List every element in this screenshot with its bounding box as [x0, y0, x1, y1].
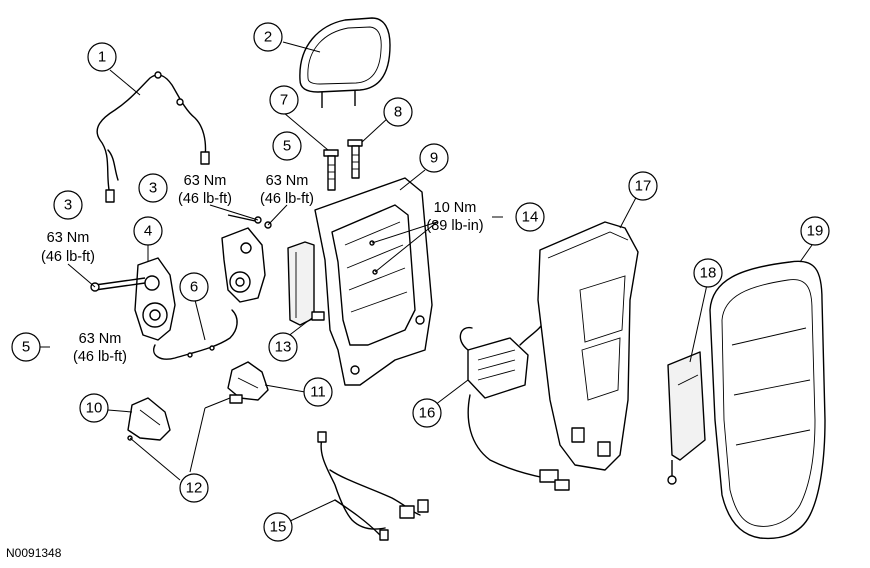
svg-text:2: 2	[264, 29, 272, 46]
part-8-guide	[347, 139, 363, 179]
callout-3-top: 3	[138, 173, 168, 203]
svg-text:5: 5	[22, 339, 30, 356]
callout-13: 13	[268, 332, 298, 362]
part-2-headrest	[299, 17, 391, 108]
torque-label-3-left: 63 Nm (46 lb-ft)	[41, 230, 95, 265]
part-11-cover	[227, 361, 269, 404]
part-4-recliner	[90, 257, 176, 341]
svg-text:18: 18	[700, 265, 717, 282]
diagram-reference-id: N0091348	[6, 546, 62, 560]
callout-19: 19	[800, 216, 830, 246]
svg-text:(46 lb-ft): (46 lb-ft)	[260, 191, 314, 207]
callout-1: 1	[87, 42, 117, 72]
svg-text:3: 3	[149, 180, 157, 197]
part-6-cable	[153, 309, 238, 360]
part-15-harness	[317, 431, 429, 541]
svg-text:15: 15	[270, 519, 287, 536]
svg-text:7: 7	[280, 92, 288, 109]
part-13-trim	[287, 241, 325, 326]
svg-text:(46 lb-ft): (46 lb-ft)	[41, 249, 95, 265]
svg-text:63 Nm: 63 Nm	[184, 173, 227, 189]
svg-text:12: 12	[186, 480, 203, 497]
svg-text:63 Nm: 63 Nm	[79, 331, 122, 347]
svg-text:14: 14	[522, 209, 539, 226]
svg-text:16: 16	[419, 405, 436, 422]
svg-text:9: 9	[430, 150, 438, 167]
callout-8: 8	[383, 97, 413, 127]
callout-10: 10	[79, 393, 109, 423]
part-17-rear-panel	[537, 221, 639, 471]
callout-6: 6	[179, 272, 209, 302]
torque-label-14: 10 Nm (89 lb-in)	[426, 200, 483, 234]
callout-15: 15	[263, 512, 293, 542]
svg-text:4: 4	[144, 223, 152, 240]
svg-text:13: 13	[275, 339, 292, 356]
svg-text:63 Nm: 63 Nm	[266, 173, 309, 189]
svg-text:63 Nm: 63 Nm	[47, 230, 90, 246]
callout-12: 12	[179, 473, 209, 503]
callout-18: 18	[693, 258, 723, 288]
svg-text:(46 lb-ft): (46 lb-ft)	[178, 191, 232, 207]
svg-text:19: 19	[807, 223, 824, 240]
svg-text:10: 10	[86, 400, 103, 417]
callout-14: 14	[515, 202, 545, 232]
callout-17: 17	[628, 171, 658, 201]
part-10-shield	[127, 397, 171, 441]
svg-text:6: 6	[190, 279, 198, 296]
svg-text:17: 17	[635, 178, 652, 195]
callout-16: 16	[412, 398, 442, 428]
callout-5-top: 5	[272, 131, 302, 161]
part-9-seatback-frame	[314, 177, 433, 386]
svg-text:10 Nm: 10 Nm	[434, 200, 477, 216]
torque-label-5-left: 63 Nm (46 lb-ft)	[73, 331, 127, 365]
callout-5-left: 5	[11, 332, 41, 362]
svg-text:(46 lb-ft): (46 lb-ft)	[73, 349, 127, 365]
part-18-pad	[667, 351, 706, 485]
callout-11: 11	[303, 377, 333, 407]
part-7-guide	[323, 149, 339, 191]
part-1-harness	[96, 71, 210, 203]
svg-text:8: 8	[394, 104, 402, 121]
recliner-bracket-right	[221, 214, 272, 303]
svg-text:11: 11	[310, 384, 326, 401]
callout-2: 2	[253, 22, 283, 52]
callout-3-left: 3	[53, 190, 83, 220]
callout-4: 4	[133, 216, 163, 246]
svg-text:(89 lb-in): (89 lb-in)	[426, 218, 483, 234]
torque-label-5-top: 63 Nm (46 lb-ft)	[260, 173, 314, 207]
torque-label-3-top: 63 Nm (46 lb-ft)	[178, 173, 232, 207]
callout-9: 9	[419, 143, 449, 173]
svg-text:3: 3	[64, 197, 72, 214]
part-16-module	[459, 319, 570, 491]
svg-text:5: 5	[283, 138, 291, 155]
svg-text:1: 1	[98, 49, 106, 66]
callout-7: 7	[269, 85, 299, 115]
part-19-cover	[709, 260, 826, 540]
